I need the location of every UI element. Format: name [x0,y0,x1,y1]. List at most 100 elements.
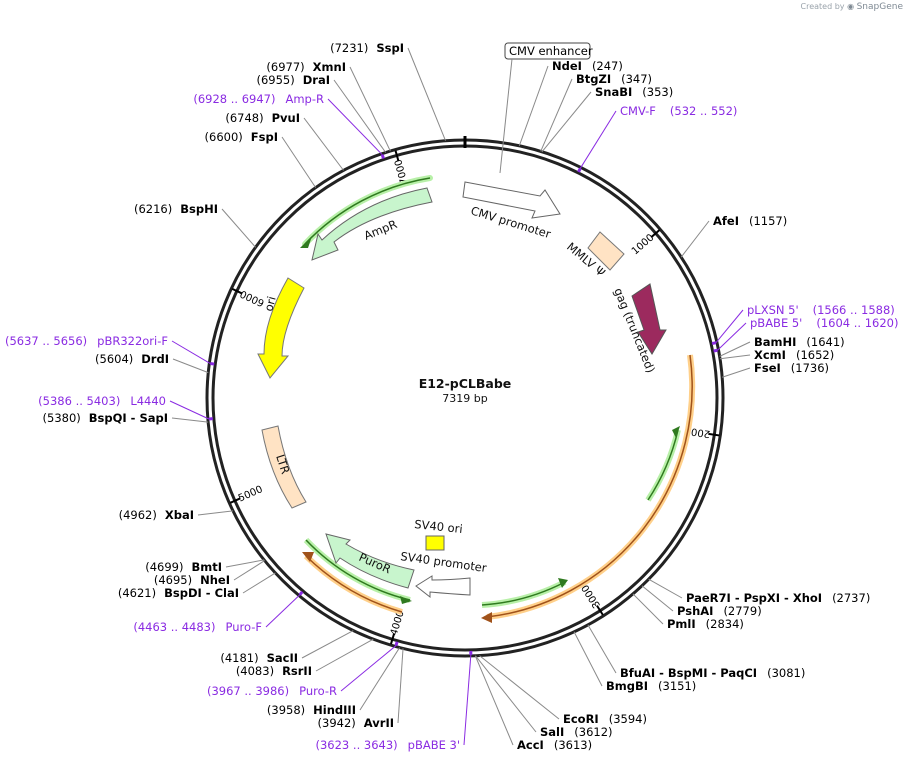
feature-ampR [311,187,433,261]
primer-leader-cmv-f [579,110,617,169]
site-leader-fspi [281,136,317,188]
label-sv40-ori: SV40 ori [414,517,464,536]
site-pos-sspi: (7231) [330,41,368,55]
snapgene-branding: Created by ◉ SnapGene [801,2,904,12]
tick-label-1000: 1000 [630,232,656,257]
snapgene-wordmark: SnapGene [856,2,903,12]
site-name-paer7i-pspxi-xhoi: PaeR7I - PspXI - XhoI [686,591,822,605]
feature-ltr [261,425,307,509]
primer-range-pbr322ori-f: (5637 .. 5656) [5,334,87,348]
site-leader-xcmi [719,354,751,360]
site-leader-avrii [397,648,404,724]
tick-mark-6000 [231,287,243,295]
site-pos-nhei: (4695) [154,573,192,587]
tick-mark-1000 [650,229,661,238]
plasmid-size: 7319 bp [442,392,487,405]
label-ori: ori [261,295,278,313]
site-pos-bspqi-sapi: (5380) [43,411,81,425]
orf-puro-line [305,539,411,601]
site-leader-sacii [301,630,354,659]
site-pos-drai: (6955) [256,73,294,87]
cmv-enhancer-leader [499,58,513,174]
orf-ampR-line [304,177,431,245]
cmv-enhancer-callout: CMV enhancer [499,42,593,174]
primer-range-cmv-f: (532 .. 552) [670,104,738,118]
site-name-fspi: FspI [251,130,278,144]
site-pos-pvui: (6748) [225,111,263,125]
site-leader-ecori [479,655,560,720]
site-name-fsei: FseI [754,361,781,375]
site-pos-bsphi: (6216) [134,202,172,216]
primer-name-plxsn-5-: pLXSN 5' [747,303,799,317]
orf-gag-long-line [486,354,693,618]
site-pos-avrii: (3942) [318,716,356,730]
label-ltr: LTR [273,453,292,476]
site-name-bfuai-bspmi-paqci: BfuAI - BspMI - PaqCI [620,666,757,680]
site-name-btgzi: BtgZI [576,72,611,86]
orf-lower-line [481,581,566,606]
snapgene-logo-icon: ◉ [847,2,855,11]
primer-name-pbabe-3-: pBABE 3' [408,738,460,752]
restriction-site-layer: SspI(7231)XmnI(6977)DraI(6955)PvuI(6748)… [43,41,871,752]
primer-range-l4440: (5386 .. 5403) [38,394,120,408]
feature-layer [257,181,667,599]
site-leader-bmgbi [573,631,603,687]
site-name-ecori: EcoRI [563,712,599,726]
tick-mark-2000 [708,432,720,437]
site-pos-bmgbi: (3151) [658,679,696,693]
primer-range-plxsn-5-: (1566 .. 1588) [813,303,895,317]
primer-name-puro-f: Puro-F [225,620,262,634]
primer-leader-puro-r [340,645,397,692]
site-leader-fsei [722,367,751,378]
site-name-acci: AccI [517,738,544,752]
site-name-hindiii: HindIII [313,703,356,717]
tick-mark-7000 [394,150,400,162]
site-name-sacii: SacII [267,651,298,665]
site-pos-bfuai-bspmi-paqci: (3081) [767,666,805,680]
site-pos-fsei: (1736) [791,361,829,375]
site-pos-xbai: (4962) [119,508,157,522]
site-pos-pmli: (2834) [706,617,744,631]
site-leader-drai [333,79,387,153]
site-pos-bmti: (4699) [145,560,183,574]
tick-label-5000: 5000 [237,484,265,504]
site-name-pvui: PvuI [272,111,300,125]
site-name-bsphi: BspHI [180,202,218,216]
site-leader-paer7i-pspxi-xhoi [648,578,683,599]
site-pos-xmni: (6977) [266,60,304,74]
site-leader-bamhi [719,341,751,357]
site-name-xcmi: XcmI [754,348,786,362]
site-name-nhei: NheI [200,573,230,587]
site-leader-xbai [197,510,234,516]
site-name-bmgbi: BmgBI [606,679,648,693]
site-name-drdi: DrdI [141,352,169,366]
site-leader-bspdi-clai [242,572,276,594]
site-pos-fspi: (6600) [205,130,243,144]
site-pos-xcmi: (1652) [796,348,834,362]
site-leader-snabi [541,91,592,153]
site-name-rsrii: RsrII [282,664,312,678]
created-by-text: Created by [800,2,845,11]
primer-name-l4440: L4440 [130,394,166,408]
site-pos-acci: (3613) [554,738,592,752]
primer-layer: Amp-R(6928 .. 6947)CMV-F(532 .. 552)pLXS… [5,92,899,752]
site-name-pmli: PmlI [667,617,696,631]
site-pos-hindiii: (3958) [267,703,305,717]
primer-name-pbr322ori-f: pBR322ori-F [97,334,168,348]
site-name-ndei: NdeI [552,59,582,73]
site-leader-hindiii [359,647,401,711]
site-pos-sali: (3612) [574,725,612,739]
primer-range-pbabe-3-: (3623 .. 3643) [316,738,398,752]
site-pos-ecori: (3594) [609,712,647,726]
label-cmv-enhancer: CMV enhancer [509,44,593,58]
site-name-snabi: SnaBI [595,85,632,99]
site-pos-bspdi-clai: (4621) [118,586,156,600]
feature-sv40-ori [425,535,445,551]
site-pos-bamhi: (1641) [806,335,844,349]
site-pos-afei: (1157) [749,214,787,228]
site-name-pshai: PshAI [677,604,713,618]
primer-mark-puro-r [394,641,399,646]
primer-mark-amp-r [380,154,385,159]
site-name-xmni: XmnI [313,60,346,74]
site-name-afei: AfeI [713,214,739,228]
